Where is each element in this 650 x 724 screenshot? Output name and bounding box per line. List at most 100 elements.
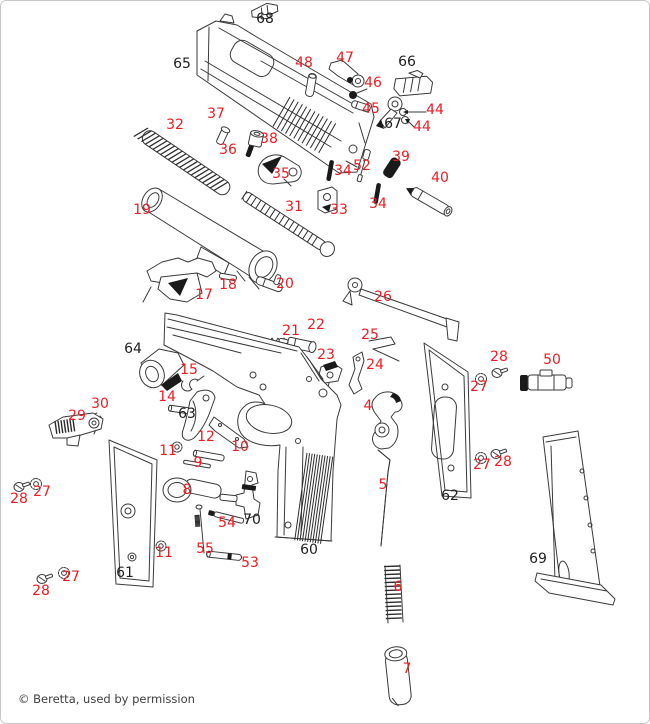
part-18-locking-block-pin	[218, 272, 237, 282]
part-17-locking-block	[142, 257, 217, 303]
part-label-70: 70	[243, 512, 261, 528]
part-label-64: 64	[124, 341, 142, 357]
part-label-63: 63	[178, 406, 196, 422]
part-61-left-grip-panel	[108, 439, 158, 588]
part-label-17: 17	[195, 287, 213, 303]
part-label-27: 27	[473, 457, 491, 473]
part-label-22: 22	[307, 317, 325, 333]
part-label-67: 67	[384, 116, 402, 132]
part-label-5: 5	[379, 477, 388, 493]
part-label-28: 28	[10, 491, 28, 507]
part-37-firing-pin-plunger	[216, 126, 231, 146]
part-label-28: 28	[32, 583, 50, 599]
frame-backstrap-serrations	[294, 452, 334, 544]
part-label-53: 53	[241, 555, 259, 571]
part-label-15: 15	[180, 362, 198, 378]
part-19-barrel	[141, 187, 278, 290]
part-5-trigger-bar-rod	[377, 449, 391, 547]
part-label-7: 7	[403, 661, 412, 677]
part-45-trigger-bar-spring-plunger	[351, 100, 371, 113]
part-60-frame	[163, 312, 342, 544]
part-label-27: 27	[470, 379, 488, 395]
part-35-firing-pin-catch	[257, 154, 302, 187]
part-label-37: 37	[207, 106, 225, 122]
part-7-magazine-follower	[384, 646, 412, 707]
part-label-19: 19	[133, 202, 151, 218]
part-label-27: 27	[33, 484, 51, 500]
part-label-9: 9	[194, 455, 203, 471]
part-67-safety-lever	[376, 96, 403, 129]
part-label-45: 45	[362, 101, 380, 117]
part-9-pin	[183, 459, 211, 469]
part-64-disassembly-latch	[139, 348, 185, 391]
part-54-pin	[208, 510, 245, 524]
part-label-26: 26	[374, 289, 392, 305]
part-34-trigger-pins	[326, 160, 381, 204]
part-32-recoil-spring	[133, 127, 231, 196]
part-12-pin	[192, 449, 225, 462]
part-label-33: 33	[330, 202, 348, 218]
part-label-54: 54	[218, 515, 236, 531]
part-label-20: 20	[276, 276, 294, 292]
part-label-50: 50	[543, 352, 561, 368]
part-26-trigger-bar	[342, 277, 460, 342]
part-label-29: 29	[68, 408, 86, 424]
part-label-34: 34	[369, 196, 387, 212]
part-label-65: 65	[173, 56, 191, 72]
part-20-ejector	[255, 274, 283, 293]
part-label-11: 11	[155, 545, 173, 561]
part-label-28: 28	[494, 454, 512, 470]
part-label-32: 32	[166, 117, 184, 133]
part-55-spring-pin	[194, 504, 205, 554]
part-label-46: 46	[364, 75, 382, 91]
part-label-34: 34	[334, 163, 352, 179]
part-33-sear-bracket	[317, 186, 338, 214]
part-39-firing-pin-spring	[383, 157, 401, 179]
part-66-rear-sight-assembly	[393, 70, 434, 97]
part-label-44: 44	[413, 119, 431, 135]
part-29-safety-lever-left	[48, 412, 104, 447]
part-label-60: 60	[300, 542, 318, 558]
part-label-4: 4	[364, 398, 373, 414]
part-label-28: 28	[490, 349, 508, 365]
slide-serrations	[272, 96, 337, 154]
part-label-52: 52	[353, 158, 371, 174]
part-44-safety-detent-washers	[399, 108, 427, 128]
part-46-extractor-spring	[349, 88, 368, 99]
part-label-14: 14	[158, 389, 176, 405]
part-10-sideplate	[208, 416, 249, 449]
part-label-38: 38	[260, 131, 278, 147]
part-label-24: 24	[366, 357, 384, 373]
part-68-rear-sight-blade	[251, 2, 279, 20]
part-label-47: 47	[336, 50, 354, 66]
part-label-69: 69	[529, 551, 547, 567]
part-53-pin	[206, 550, 243, 561]
part-15-trigger-spring	[181, 375, 205, 392]
part-52-firing-pin-retaining-pin	[356, 148, 371, 183]
part-38-safety-plunger	[247, 130, 264, 148]
part-label-12: 12	[197, 429, 215, 445]
part-8-magazine-release	[162, 477, 222, 503]
part-label-25: 25	[361, 327, 379, 343]
part-28-grip-screws	[13, 367, 509, 584]
part-27-lock-washers	[30, 373, 487, 579]
part-label-27: 27	[62, 569, 80, 585]
part-label-11: 11	[159, 443, 177, 459]
part-63-trigger	[181, 389, 216, 441]
part-label-39: 39	[392, 149, 410, 165]
part-label-48: 48	[295, 55, 313, 71]
part-label-8: 8	[183, 482, 192, 498]
part-label-36: 36	[219, 142, 237, 158]
part-label-18: 18	[219, 277, 237, 293]
part-65-slide	[196, 13, 375, 174]
part-label-10: 10	[231, 439, 249, 455]
part-4-hammer	[371, 391, 403, 450]
part-11-locknuts	[155, 441, 183, 552]
part-6-magazine-spring	[383, 564, 404, 624]
part-label-23: 23	[317, 347, 335, 363]
part-label-68: 68	[256, 11, 274, 27]
part-24-sear-lever	[348, 351, 365, 395]
